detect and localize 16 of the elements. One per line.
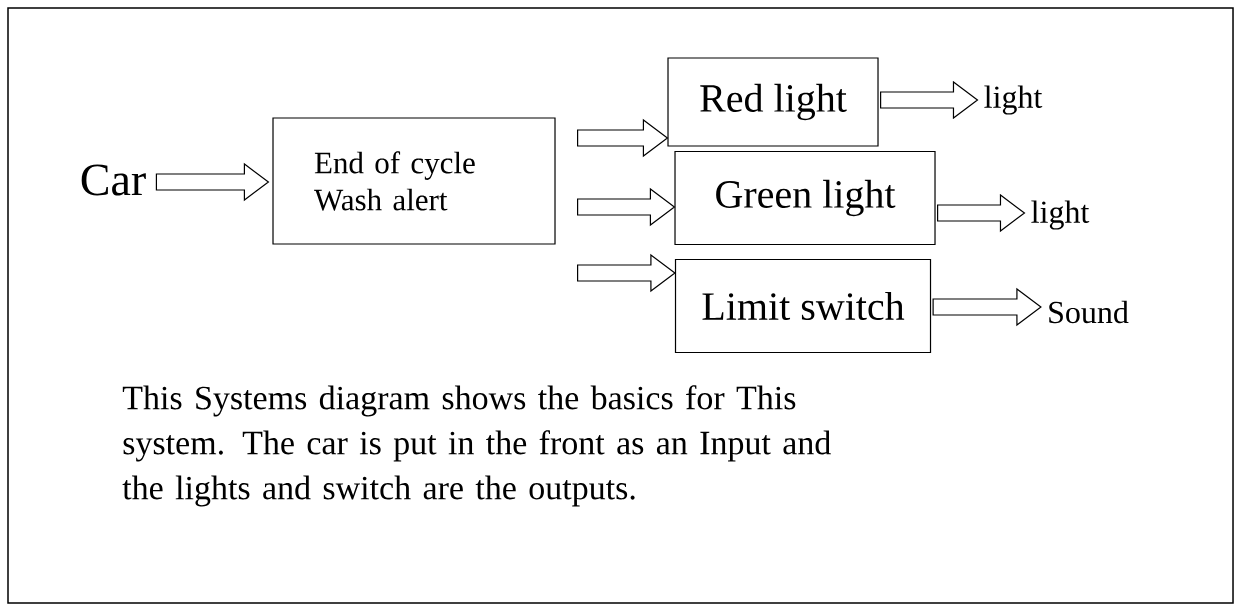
input-label: Car: [81, 164, 146, 196]
block-arrow: [932, 287, 1042, 327]
output-label: light: [984, 85, 1043, 115]
block-arrow: [155, 162, 270, 202]
output-box: Red light: [667, 57, 879, 147]
block-arrow: [577, 187, 676, 227]
block-arrow: [577, 118, 669, 158]
block-arrow: [577, 253, 676, 293]
block-arrow: [937, 193, 1026, 233]
output-label: Sound: [1049, 300, 1129, 324]
block-arrow: [880, 80, 979, 120]
output-box: Green light: [674, 150, 936, 246]
output-label: light: [1031, 200, 1090, 230]
output-box: Limit switch: [674, 258, 932, 354]
process-box: End of cycle Wash alert: [272, 117, 556, 245]
description-text: This Systems diagram shows the basics for This system. The car is put in the front as an Input and the lights and switch are the outputs.: [122, 385, 831, 507]
